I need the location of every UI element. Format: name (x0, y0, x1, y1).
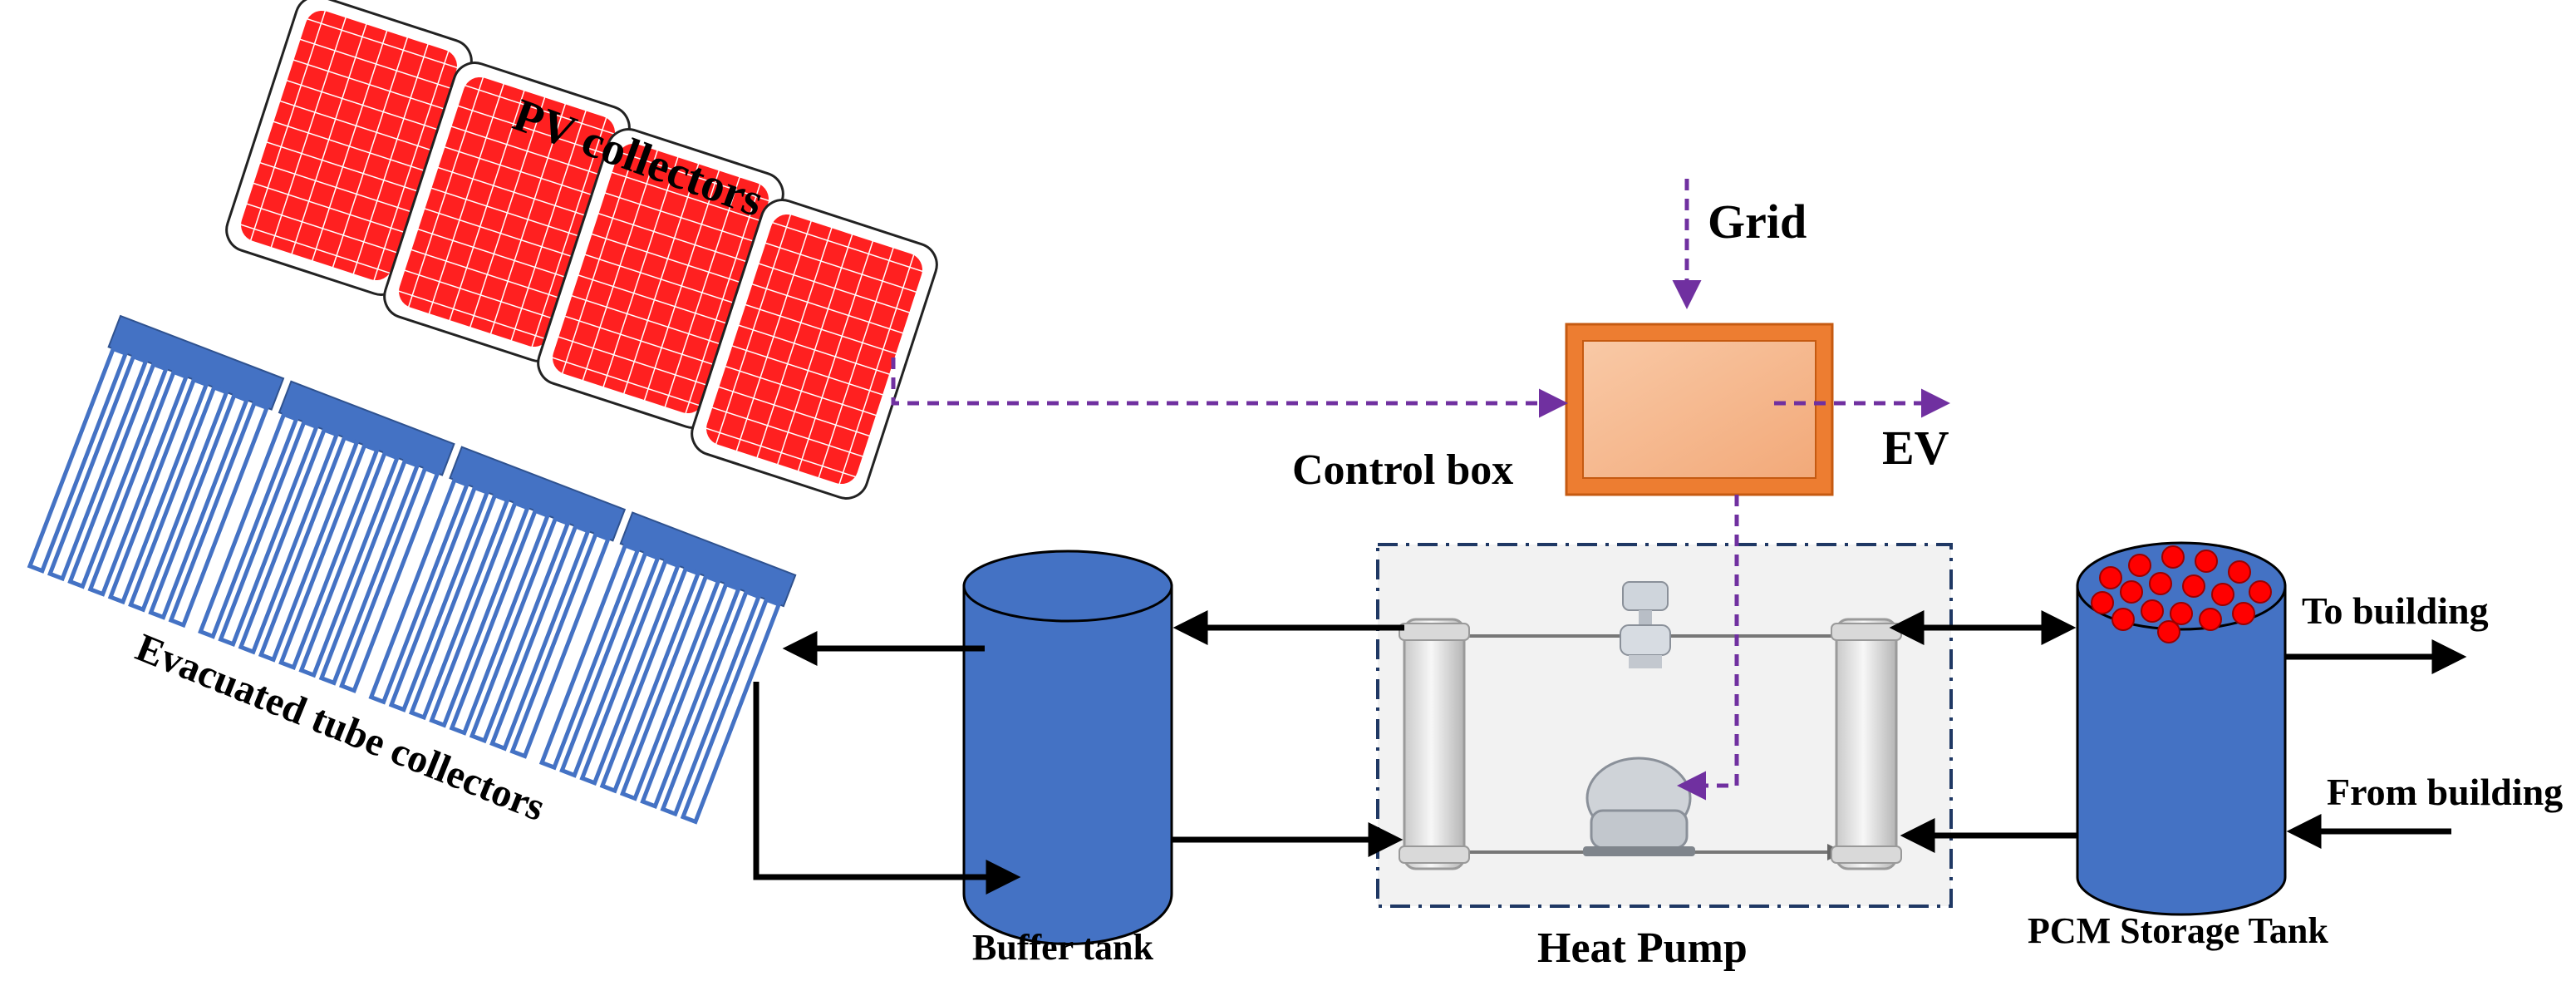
pcm-storage-tank-label: PCM Storage Tank (2028, 910, 2328, 951)
pcm-capsules (2091, 545, 2272, 643)
control-to-compressor-line (1677, 495, 1739, 801)
pv-panel-4 (691, 199, 938, 500)
pv-collectors (225, 0, 938, 500)
buffer-tank (962, 550, 1173, 945)
control-box (1565, 323, 1834, 496)
pcm-storage-tank (2076, 541, 2287, 916)
tube-module-2 (198, 380, 455, 693)
from-building-label: From building (2327, 771, 2564, 813)
pipe-collector-to-buffer (753, 682, 1021, 895)
compressor-icon (1583, 757, 1695, 856)
expansion-valve-icon (1620, 581, 1671, 668)
buffer-tank-label: Buffer tank (972, 927, 1153, 968)
condenser (1399, 618, 1470, 870)
tube-module-4 (538, 511, 797, 825)
control-box-label: Control box (1292, 446, 1514, 494)
to-building-label: To building (2302, 589, 2489, 632)
tube-module-1 (27, 314, 285, 629)
ev-label: EV (1882, 421, 1949, 475)
pv-to-control-line (891, 357, 1568, 418)
evacuated-tube-collectors (27, 314, 797, 825)
heat-pump (1376, 543, 1953, 908)
heat-pump-label: Heat Pump (1537, 924, 1748, 972)
electric-lines (891, 179, 1950, 801)
grid-label: Grid (1708, 195, 1807, 249)
evaporator (1831, 618, 1902, 870)
pv-panel-1 (225, 0, 473, 296)
tube-module-3 (368, 446, 627, 759)
pipes (753, 610, 2467, 895)
